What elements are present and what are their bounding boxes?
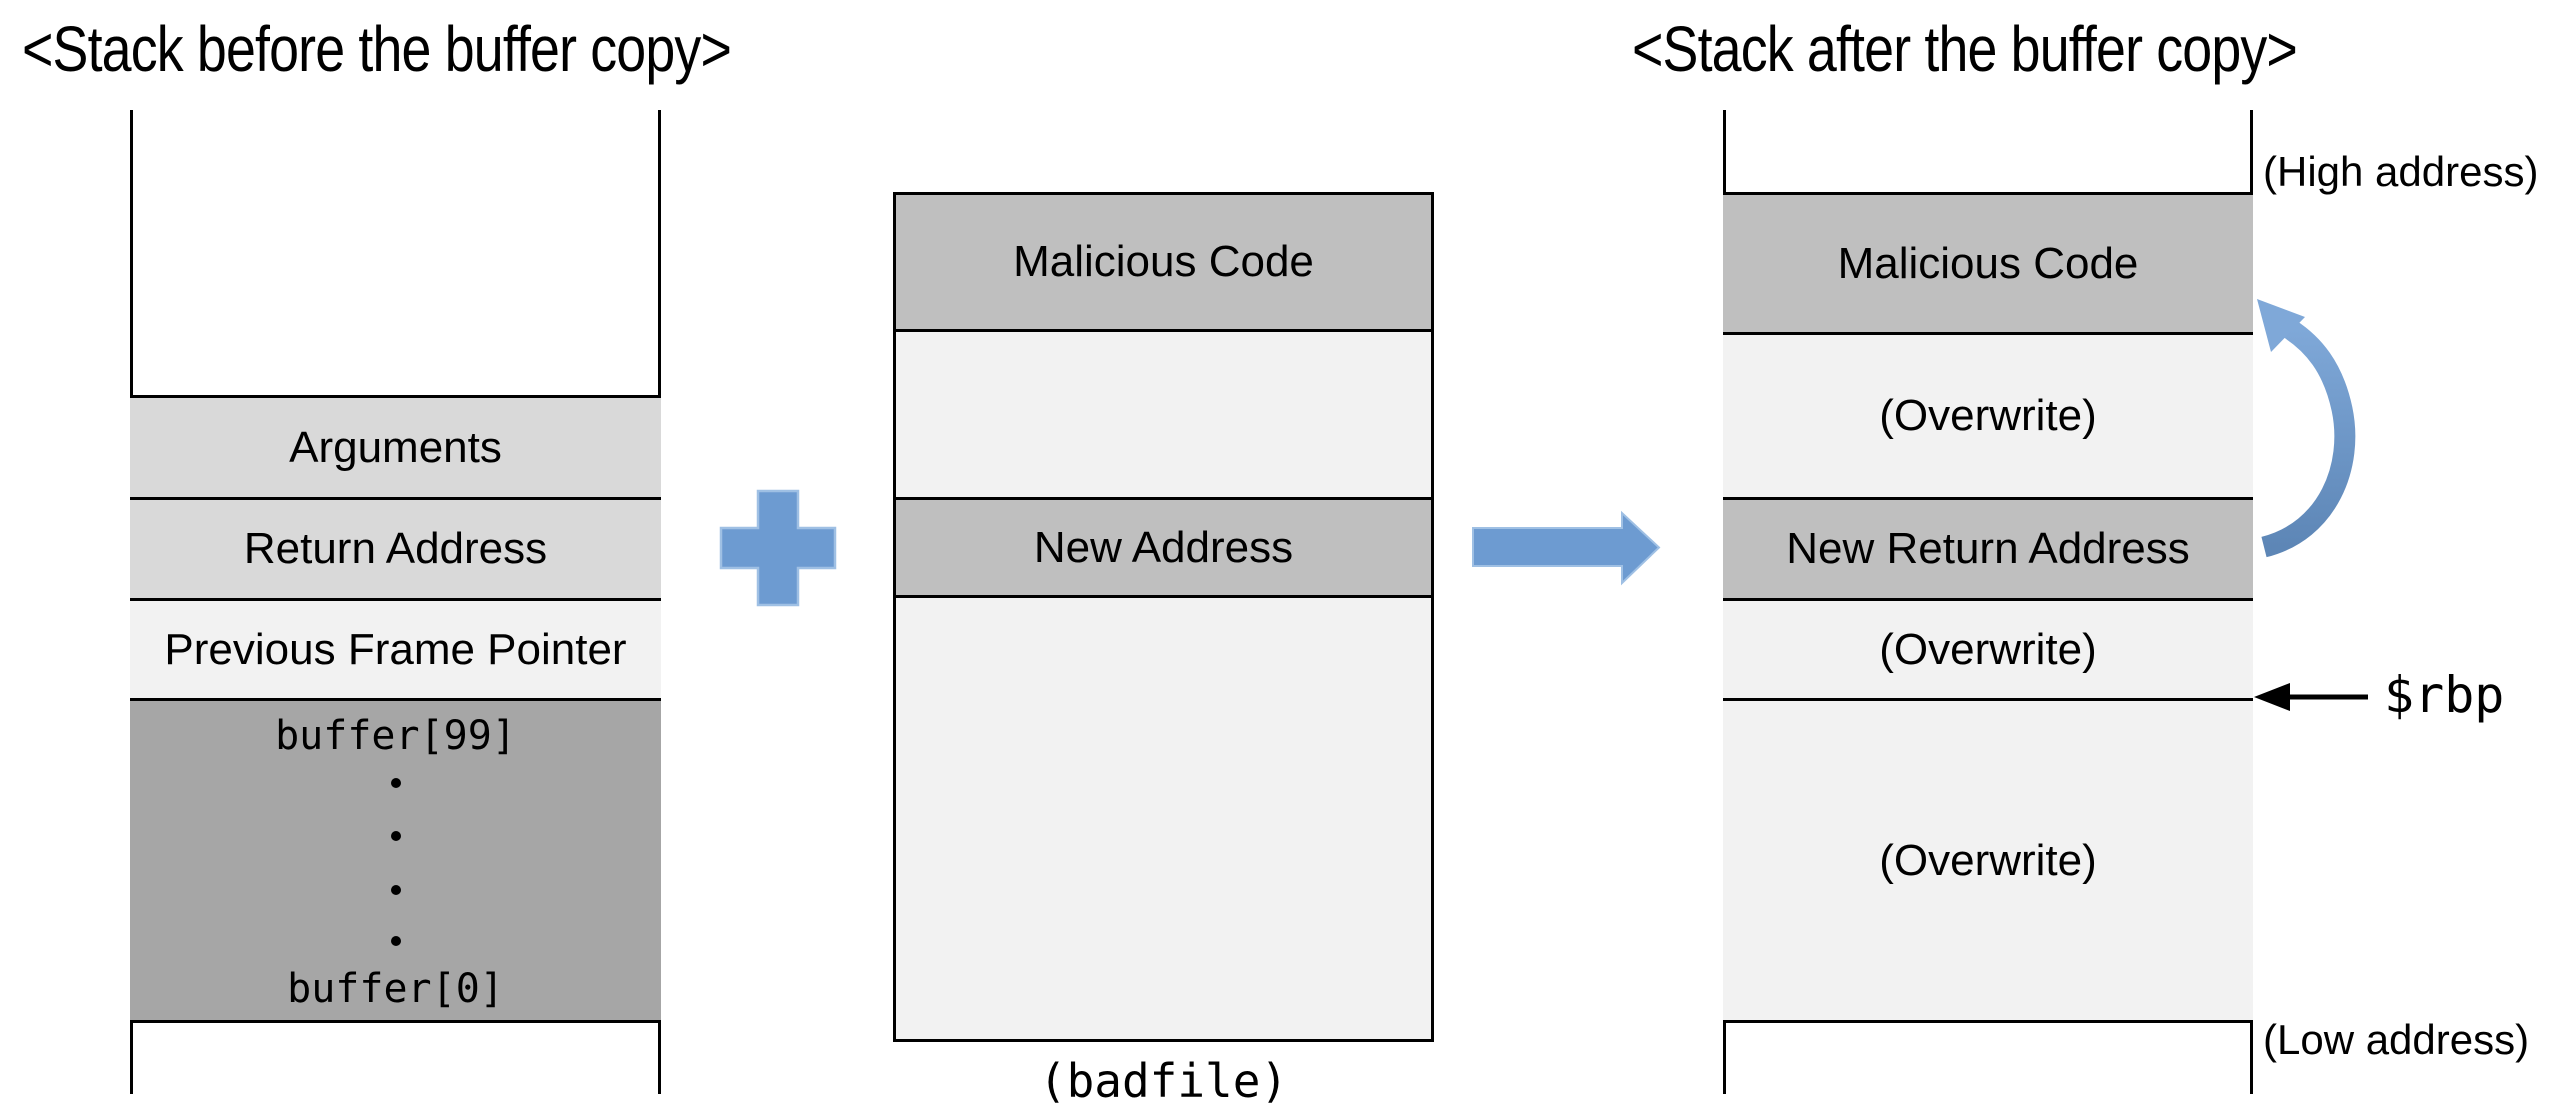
new-address-label: New Address [1033,522,1294,572]
buffer-ellipsis-dot [390,778,401,788]
arrow-right-icon [1472,510,1661,586]
overwrite-top-label: (Overwrite) [1879,391,2097,440]
buffer-bottom-label: buffer[0] [287,966,504,1012]
row-overwrite-top: (Overwrite) [1723,332,2253,497]
row-new-return-address: New Return Address [1723,497,2253,598]
buffer-ellipsis-dot [390,831,401,841]
left-stack-title: <Stack before the buffer copy> [22,13,732,85]
plus-icon [719,489,837,607]
buffer-ellipsis-dot [390,885,401,895]
high-address-label: (High address) [2263,148,2539,195]
malicious-code-badfile-label: Malicious Code [1013,237,1314,286]
rbp-label: $rbp [2384,666,2505,724]
return-address-label: Return Address [243,524,548,573]
right-stack-title: <Stack after the buffer copy> [1632,13,2298,85]
previous-frame-pointer-label: Previous Frame Pointer [164,624,627,674]
left-arrow-icon [2254,683,2368,711]
arguments-label: Arguments [289,422,502,472]
row-arguments: Arguments [130,395,661,497]
new-return-address-label: New Return Address [1786,524,2190,573]
row-buffer: buffer[99] buffer[0] [130,698,661,1023]
badfile-caption: (badfile) [1038,1054,1289,1108]
row-overwrite-middle: (Overwrite) [1723,598,2253,698]
overwrite-bottom-label: (Overwrite) [1879,835,2097,885]
buffer-ellipsis-dot [390,936,401,946]
malicious-code-label: Malicious Code [1837,238,2139,288]
badfile-box: Malicious Code New Address [893,192,1434,1042]
row-overwrite-bottom: (Overwrite) [1723,698,2253,1023]
overwrite-middle-label: (Overwrite) [1879,624,2097,674]
row-malicious-code-badfile: Malicious Code [896,192,1431,332]
row-malicious-code: Malicious Code [1723,192,2253,332]
row-previous-frame-pointer: Previous Frame Pointer [130,598,661,698]
buffer-top-label: buffer[99] [275,713,516,759]
low-address-label: (Low address) [2263,1016,2530,1063]
row-return-address: Return Address [130,497,661,598]
curved-up-arrow-icon [2257,299,2356,558]
row-new-address: New Address [896,497,1431,598]
